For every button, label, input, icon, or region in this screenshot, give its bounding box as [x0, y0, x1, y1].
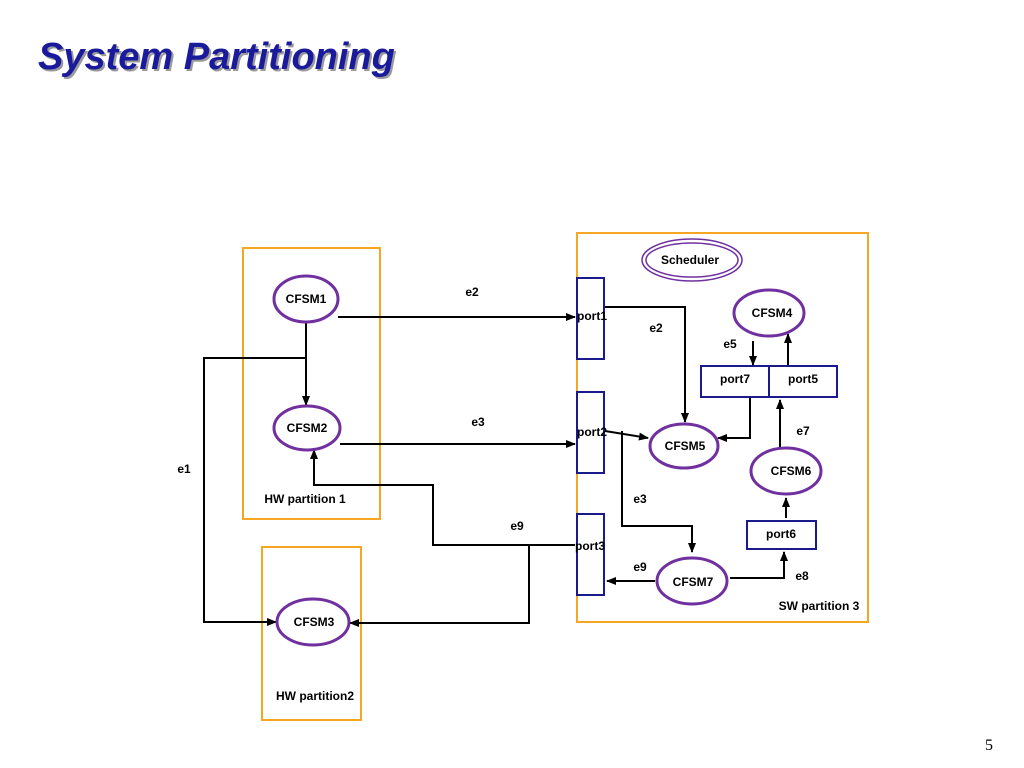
cfsm4-label: CFSM4 [752, 306, 793, 320]
edge-e9-to-cfsm2 [310, 449, 575, 546]
edges [203, 306, 792, 627]
sw-partition-3-box [576, 232, 869, 623]
port1-box [576, 277, 605, 360]
edge-label-e5: e5 [723, 337, 737, 351]
edge-port2-cfsm7 [621, 431, 696, 553]
port6-label: port6 [766, 527, 796, 541]
edge-label-e3-top: e3 [471, 415, 485, 429]
edge-label-e1: e1 [177, 462, 191, 476]
scheduler-node-outer [641, 238, 743, 282]
cfsm2-node [272, 404, 342, 452]
port1-label: port1 [577, 309, 607, 323]
slide-title: System Partitioning [38, 36, 395, 78]
cfsm6-label: CFSM6 [771, 464, 812, 478]
port5-box [768, 365, 838, 398]
cfsm3-node [275, 597, 351, 647]
cfsm5-label: CFSM5 [665, 439, 706, 453]
cfsm1-node [272, 274, 340, 324]
edge-label-e9-inner: e9 [633, 560, 647, 574]
port3-box [576, 513, 605, 596]
scheduler-node-inner [645, 242, 739, 278]
scheduler-label: Scheduler [661, 253, 719, 267]
edge-e9-to-cfsm3 [349, 545, 530, 627]
sw-partition-3-label: SW partition 3 [779, 599, 860, 613]
cfsm5-node [648, 422, 720, 470]
cfsm2-label: CFSM2 [287, 421, 328, 435]
edge-label-e2-top: e2 [465, 285, 479, 299]
edge-port2-cfsm5 [604, 430, 649, 441]
cfsm7-label: CFSM7 [673, 575, 714, 589]
cfsm7-node [655, 556, 729, 606]
page-number: 5 [985, 737, 993, 754]
hw-partition-2-label: HW partition2 [276, 689, 354, 703]
edge-cfsm7-port6 [730, 551, 788, 579]
edge-port1-cfsm5 [605, 306, 689, 423]
port5-label: port5 [788, 372, 818, 386]
port2-box [576, 391, 605, 474]
port7-label: port7 [720, 372, 750, 386]
port3-label: port3 [575, 539, 605, 553]
edge-label-e2-inner: e2 [649, 321, 663, 335]
hw-partition-1-label: HW partition 1 [264, 492, 346, 506]
port6-box [746, 520, 817, 550]
port7-box [700, 365, 770, 398]
hw-partition-2-box [261, 546, 362, 721]
port2-label: port2 [577, 425, 607, 439]
edge-e1 [203, 357, 306, 626]
edge-label-e7: e7 [796, 424, 810, 438]
edge-label-e8: e8 [795, 569, 809, 583]
edge-label-e3-inner: e3 [633, 492, 647, 506]
edge-label-e9-top: e9 [510, 519, 524, 533]
cfsm3-label: CFSM3 [294, 615, 335, 629]
edge-port7-cfsm5 [717, 397, 751, 442]
cfsm4-node [732, 288, 806, 338]
hw-partition-1-box [242, 247, 381, 520]
cfsm6-node [749, 446, 823, 496]
cfsm1-label: CFSM1 [286, 292, 327, 306]
